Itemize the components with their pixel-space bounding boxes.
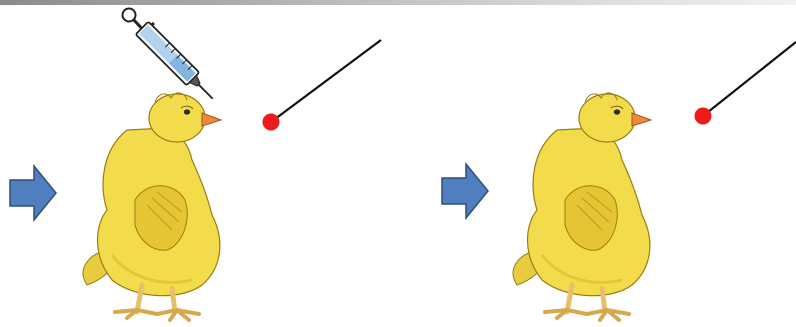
black-rod-icon	[271, 40, 381, 122]
syringe-icon	[123, 9, 220, 106]
panel-without-syringe	[442, 42, 796, 320]
chick-icon	[83, 93, 221, 320]
red-dot-icon	[263, 114, 280, 131]
red-dot-icon	[695, 108, 712, 125]
panel-with-syringe	[10, 9, 381, 321]
chick-icon	[513, 93, 651, 320]
black-rod-icon	[703, 42, 796, 116]
right-arrow-icon	[442, 164, 488, 218]
right-arrow-icon	[10, 166, 56, 220]
